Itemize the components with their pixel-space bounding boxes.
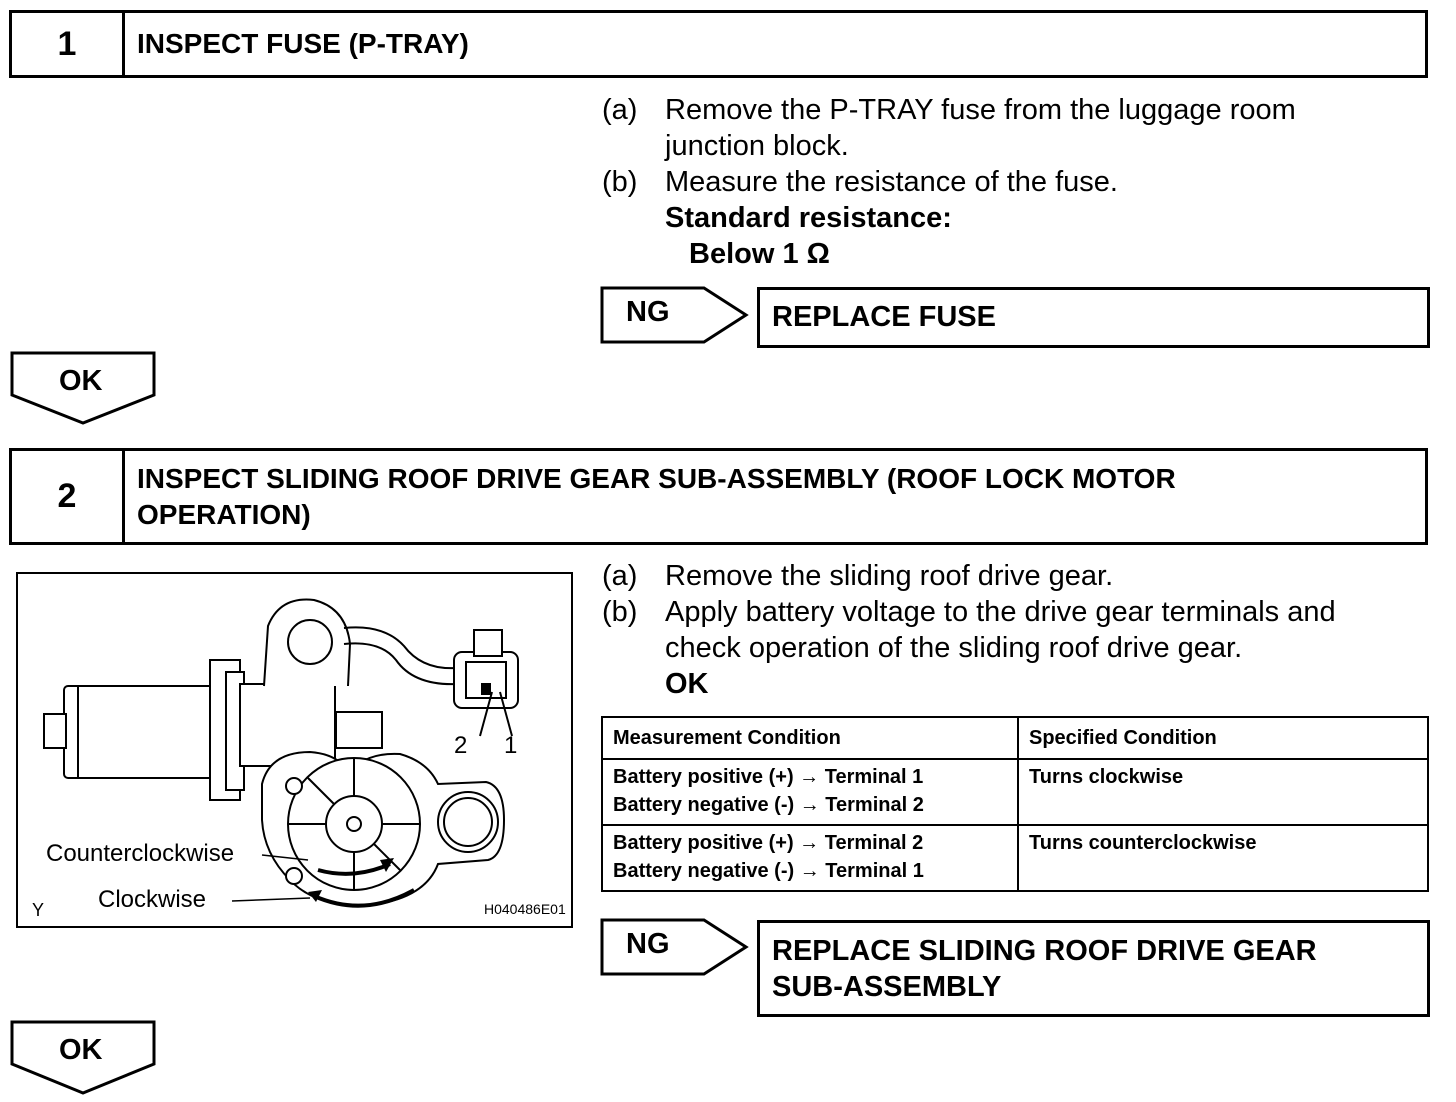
step-2-item-a-line1: Remove the sliding roof drive gear. [665, 560, 1114, 592]
standard-resistance-value: Below 1 Ω [689, 238, 830, 270]
table-row: Battery positive (+) → Terminal 1 Batter… [601, 758, 1429, 826]
condition-line: Battery positive (+) → Terminal 1 [613, 766, 924, 788]
step-2-title: INSPECT SLIDING ROOF DRIVE GEAR SUB-ASSE… [125, 451, 1425, 542]
terminal-2-label: 2 [454, 732, 468, 759]
step-1-header: 1 INSPECT FUSE (P-TRAY) [9, 10, 1428, 78]
step-2-ok-text: OK [665, 668, 709, 700]
condition-line: Battery negative (-) → Terminal 2 [613, 794, 924, 816]
step-2-header: 2 INSPECT SLIDING ROOF DRIVE GEAR SUB-AS… [9, 448, 1428, 545]
ng-action-1: REPLACE FUSE [757, 287, 1430, 348]
ng-arrow-1[interactable] [600, 286, 750, 344]
step-1-item-a-line1: Remove the P-TRAY fuse from the luggage … [665, 94, 1296, 126]
table-cell-condition: Battery positive (+) → Terminal 1 Batter… [601, 758, 1019, 826]
drive-gear-figure: 2 1 Counterclockwise Clockwise Y H040486… [16, 572, 573, 928]
terminal-1-label: 1 [504, 732, 518, 759]
table-cell-result: Turns clockwise [1017, 758, 1429, 826]
step-2-item-b-line1: Apply battery voltage to the drive gear … [665, 596, 1336, 628]
ok-label-1: OK [59, 365, 103, 397]
counterclockwise-label: Counterclockwise [46, 840, 235, 867]
condition-line: Battery negative (-) → Terminal 1 [613, 860, 924, 882]
step-1-number: 1 [12, 13, 125, 75]
step-2-number: 2 [12, 451, 125, 542]
table-header-measurement: Measurement Condition [601, 716, 1019, 760]
specification-table: Measurement Condition Specified Conditio… [601, 716, 1429, 892]
step-1-item-b-line1: Measure the resistance of the fuse. [665, 166, 1118, 198]
ng-action-2-line1: REPLACE SLIDING ROOF DRIVE GEAR [772, 935, 1317, 967]
step-2-title-line2: OPERATION) [137, 498, 311, 530]
clockwise-label: Clockwise [98, 886, 207, 913]
standard-resistance-heading: Standard resistance: [665, 202, 952, 234]
figure-code: H040486E01 [484, 901, 566, 917]
table-cell-result: Turns counterclockwise [1017, 824, 1429, 892]
ng-arrow-2[interactable] [600, 918, 750, 976]
step-2-item-b-line2: check operation of the sliding roof driv… [665, 632, 1243, 664]
ok-arrow-1[interactable] [10, 351, 156, 425]
figure-corner-mark: Y [32, 900, 45, 920]
step-1-item-a-label: (a) [602, 94, 638, 126]
step-2-item-a-label: (a) [602, 560, 638, 592]
drive-gear-illustration [43, 598, 519, 908]
ng-action-2: REPLACE SLIDING ROOF DRIVE GEAR SUB-ASSE… [757, 920, 1430, 1017]
ng-label-1: NG [626, 296, 670, 328]
table-header-specified: Specified Condition [1017, 716, 1429, 760]
step-2-item-b-label: (b) [602, 596, 638, 628]
table-row: Battery positive (+) → Terminal 2 Batter… [601, 824, 1429, 892]
ng-action-2-line2: SUB-ASSEMBLY [772, 971, 1002, 1003]
ok-label-2: OK [59, 1034, 103, 1066]
ng-label-2: NG [626, 928, 670, 960]
condition-line: Battery positive (+) → Terminal 2 [613, 832, 924, 854]
table-cell-condition: Battery positive (+) → Terminal 2 Batter… [601, 824, 1019, 892]
ok-arrow-2[interactable] [10, 1020, 156, 1096]
step-1-item-a-line2: junction block. [665, 130, 849, 162]
step-1-title: INSPECT FUSE (P-TRAY) [137, 28, 469, 59]
step-2-title-line1: INSPECT SLIDING ROOF DRIVE GEAR SUB-ASSE… [137, 462, 1176, 494]
step-1-item-b-label: (b) [602, 166, 638, 198]
table-header-row: Measurement Condition Specified Conditio… [601, 716, 1429, 760]
